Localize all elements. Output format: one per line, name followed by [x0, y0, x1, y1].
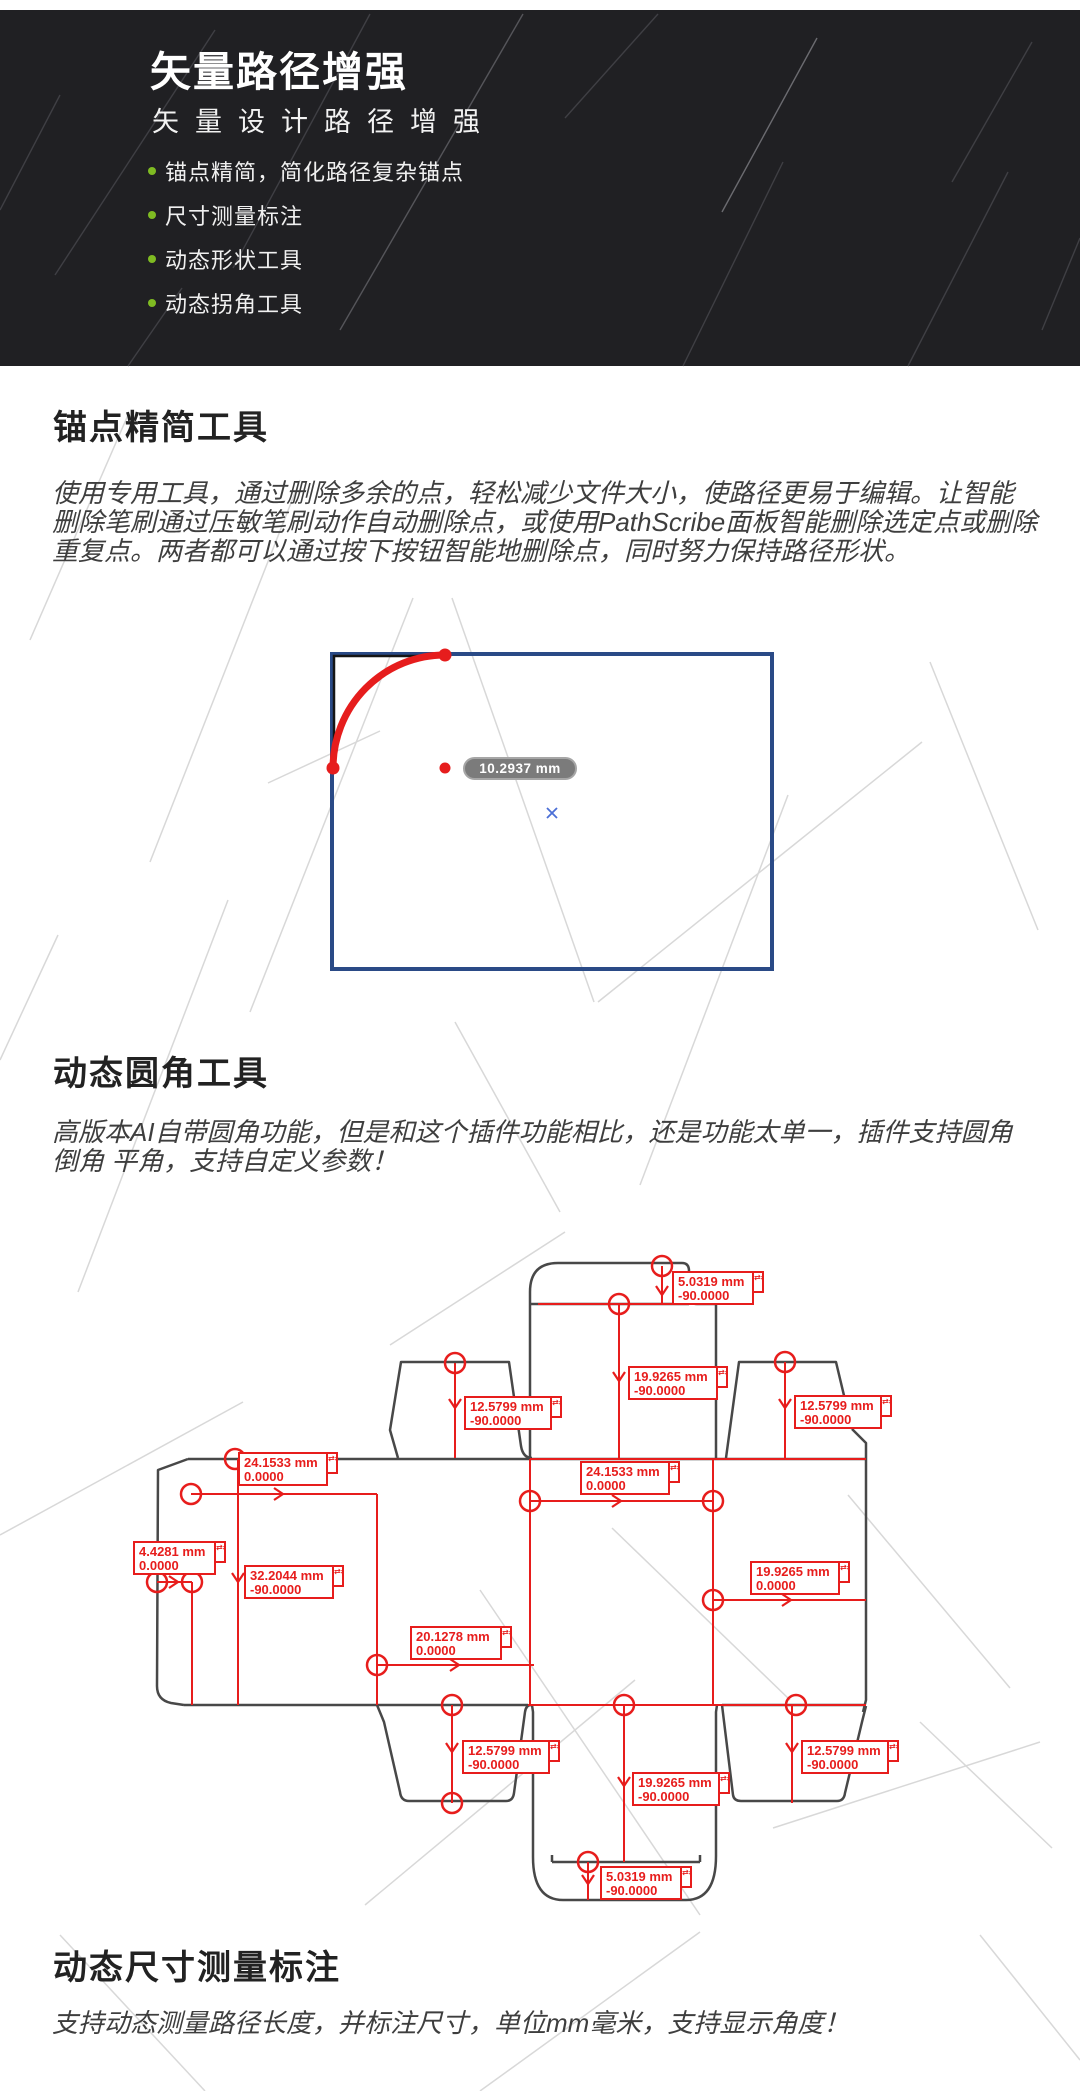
dimension-label: 5.0319 mm-90.0000 ⇄⇄ [672, 1271, 764, 1305]
feature-bullet-label: 尺寸测量标注 [165, 203, 304, 229]
dimension-angle: -90.0000 [468, 1756, 520, 1772]
dimension-angle: -90.0000 [638, 1788, 690, 1804]
swap-arrows-icon: ⇄⇄ [887, 1740, 899, 1762]
dimension-label: 5.0319 mm-90.0000 ⇄⇄ [600, 1866, 692, 1900]
dimension-value: 12.5799 mm [807, 1743, 881, 1758]
feature-bullet-label: 动态拐角工具 [165, 291, 304, 317]
dimension-angle: -90.0000 [800, 1411, 852, 1427]
dimension-value: 32.2044 mm [250, 1568, 324, 1583]
dimension-value: 12.5799 mm [800, 1398, 874, 1413]
dimension-angle: 0.0000 [244, 1468, 284, 1484]
dimension-label: 12.5799 mm-90.0000 ⇄⇄ [462, 1740, 560, 1774]
page-title: 矢量路径增强 [150, 49, 408, 95]
dimension-angle: 0.0000 [586, 1477, 626, 1493]
dimension-value: 19.9265 mm [638, 1775, 712, 1790]
dimension-value: 5.0319 mm [678, 1274, 745, 1289]
dimension-angle: 0.0000 [416, 1642, 456, 1658]
dimension-label: 12.5799 mm-90.0000 ⇄⇄ [794, 1395, 892, 1429]
dimension-angle: -90.0000 [470, 1412, 522, 1428]
dimension-angle: -90.0000 [634, 1382, 686, 1398]
dimension-value: 19.9265 mm [756, 1564, 830, 1579]
dimension-angle: -90.0000 [606, 1882, 658, 1898]
dimension-value: 5.0319 mm [606, 1869, 673, 1884]
dimension-value: 12.5799 mm [468, 1743, 542, 1758]
feature-bullet-list: 锚点精简，简化路径复杂锚点尺寸测量标注动态形状工具动态拐角工具 [148, 155, 464, 333]
dimension-value: 20.1278 mm [416, 1629, 490, 1644]
feature-bullet: 尺寸测量标注 [148, 199, 464, 230]
dimension-label: 24.1533 mm0.0000 ⇄⇄ [238, 1452, 338, 1486]
dimension-label: 19.9265 mm-90.0000 ⇄⇄ [632, 1772, 730, 1806]
bullet-dot-icon [148, 210, 156, 219]
dimension-label: 19.9265 mm-90.0000 ⇄⇄ [628, 1366, 728, 1400]
section-paragraph-dimension-annotation: 支持动态测量路径长度，并标注尺寸，单位mm毫米，支持显示角度！ [52, 2009, 849, 2038]
paragraph-line: 支持动态测量路径长度，并标注尺寸，单位mm毫米，支持显示角度！ [52, 2008, 850, 2038]
dimension-label: 32.2044 mm-90.0000 ⇄⇄ [244, 1565, 344, 1599]
feature-bullet: 动态拐角工具 [148, 287, 464, 318]
dimension-angle: -90.0000 [807, 1756, 859, 1772]
paragraph-line: 高版本AI自带圆角功能，但是和这个插件功能相比，还是功能太单一，插件支持圆角 [52, 1117, 1013, 1147]
section-paragraph-dynamic-corner: 高版本AI自带圆角功能，但是和这个插件功能相比，还是功能太单一，插件支持圆角倒角… [52, 1118, 1013, 1176]
swap-arrows-icon: ⇄⇄ [718, 1772, 730, 1794]
swap-arrows-icon: ⇄⇄ [880, 1395, 892, 1417]
swap-arrows-icon: ⇄⇄ [550, 1396, 562, 1418]
dimension-angle: -90.0000 [250, 1581, 302, 1597]
page-subtitle: 矢量设计路径增强 [152, 107, 496, 137]
swap-arrows-icon: ⇄⇄ [326, 1452, 338, 1474]
swap-arrows-icon: ⇄⇄ [838, 1561, 850, 1583]
swap-arrows-icon: ⇄⇄ [668, 1461, 680, 1483]
section-heading-dimension-annotation: 动态尺寸测量标注 [53, 1949, 341, 1987]
bullet-dot-icon [148, 298, 156, 307]
paragraph-line: 使用专用工具，通过删除多余的点，轻松减少文件大小，使路径更易于编辑。让智能 [52, 478, 1015, 508]
dimension-value: 24.1533 mm [586, 1464, 660, 1479]
swap-arrows-icon: ⇄⇄ [716, 1366, 728, 1388]
dimension-label: 19.9265 mm0.0000 ⇄⇄ [750, 1561, 850, 1595]
dimension-angle: 0.0000 [756, 1577, 796, 1593]
dimension-value: 12.5799 mm [470, 1399, 544, 1414]
paragraph-line: 倒角 平角，支持自定义参数！ [52, 1146, 398, 1176]
dimension-label: 12.5799 mm-90.0000 ⇄⇄ [801, 1740, 899, 1774]
paragraph-line: 删除笔刷通过压敏笔刷动作自动删除点，或使用PathScribe面板智能删除选定点… [52, 507, 1038, 537]
dimension-label: 12.5799 mm-90.0000 ⇄⇄ [464, 1396, 562, 1430]
measurement-tooltip: 10.2937 mm [463, 757, 577, 780]
dimension-label: 24.1533 mm0.0000 ⇄⇄ [580, 1461, 680, 1495]
section-heading-dynamic-corner: 动态圆角工具 [53, 1055, 269, 1093]
paragraph-line: 重复点。两者都可以通过按下按钮智能地删除点，同时努力保持路径形状。 [52, 536, 911, 566]
bullet-dot-icon [148, 254, 156, 263]
swap-arrows-icon: ⇄⇄ [214, 1541, 226, 1563]
dimension-value: 4.4281 mm [139, 1544, 206, 1559]
feature-bullet-label: 锚点精简，简化路径复杂锚点 [165, 159, 465, 185]
swap-arrows-icon: ⇄⇄ [332, 1565, 344, 1587]
section-heading-anchor-simplify: 锚点精简工具 [53, 409, 269, 447]
feature-bullet: 锚点精简，简化路径复杂锚点 [148, 155, 464, 186]
dimension-value: 19.9265 mm [634, 1369, 708, 1384]
bullet-dot-icon [148, 166, 156, 175]
swap-arrows-icon: ⇄⇄ [752, 1271, 764, 1293]
feature-bullet-label: 动态形状工具 [165, 247, 304, 273]
dimension-value: 24.1533 mm [244, 1455, 318, 1470]
swap-arrows-icon: ⇄⇄ [680, 1866, 692, 1888]
dimension-label: 20.1278 mm0.0000 ⇄⇄ [410, 1626, 512, 1660]
dimension-angle: 0.0000 [139, 1557, 179, 1573]
feature-bullet: 动态形状工具 [148, 243, 464, 274]
dimension-label: 4.4281 mm0.0000 ⇄⇄ [133, 1541, 226, 1575]
dimension-angle: -90.0000 [678, 1287, 730, 1303]
swap-arrows-icon: ⇄⇄ [548, 1740, 560, 1762]
section-paragraph-anchor-simplify: 使用专用工具，通过删除多余的点，轻松减少文件大小，使路径更易于编辑。让智能删除笔… [52, 479, 1037, 566]
swap-arrows-icon: ⇄⇄ [500, 1626, 512, 1648]
